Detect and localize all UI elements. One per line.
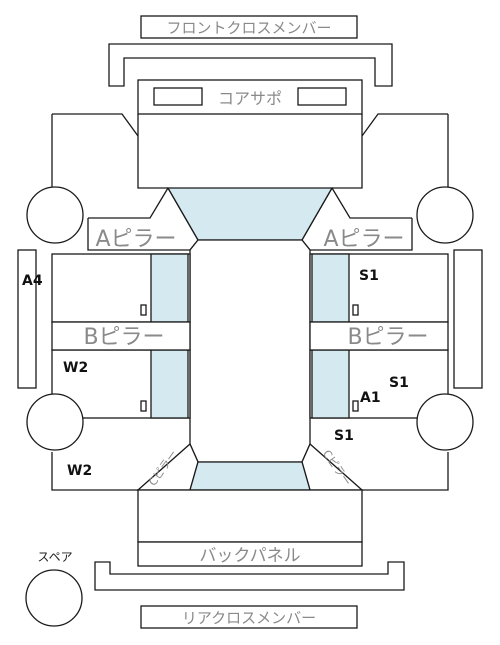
right-front-door-handle — [352, 304, 359, 316]
front-cross-member-label: フロントクロスメンバー — [166, 19, 331, 37]
damage-code-a4: A4 — [22, 273, 43, 289]
wheel-rear-left — [26, 393, 84, 451]
a-pillar-right-label: Aピラー — [323, 227, 404, 252]
damage-code-s1-right-lower: S1 — [334, 428, 354, 444]
right-rear-door-handle — [352, 400, 359, 412]
damage-code-w2-left-mid: W2 — [63, 360, 88, 376]
headlight-left — [153, 87, 203, 106]
left-rear-window — [150, 349, 189, 419]
back-panel-label: バックパネル — [199, 546, 300, 566]
rear-quarter-panels — [51, 452, 449, 491]
damage-code-s1-right-upper: S1 — [359, 268, 379, 284]
right-rear-window — [311, 349, 350, 419]
wheel-front-right — [416, 186, 474, 244]
b-pillar-right — [309, 321, 449, 351]
spare-label: スペア — [37, 550, 72, 564]
b-pillar-left — [51, 321, 191, 351]
a-pillar-left-label: Aピラー — [95, 227, 176, 252]
rear-cross-member-box — [140, 605, 358, 629]
b-pillar-right-label: Bピラー — [347, 325, 428, 350]
left-side-sill — [17, 249, 37, 389]
left-rear-door-handle — [140, 400, 147, 412]
b-pillar-left-label: Bピラー — [83, 325, 164, 350]
back-panel-box — [137, 541, 363, 567]
roof — [189, 239, 311, 463]
left-front-window — [150, 253, 189, 323]
windshield — [166, 187, 334, 241]
damage-code-a1-right: A1 — [360, 390, 381, 406]
front-cross-member-box — [140, 15, 358, 39]
right-front-fender — [331, 113, 449, 219]
rear-window — [189, 461, 311, 491]
headlight-right — [297, 87, 347, 106]
wheel-rear-right — [416, 393, 474, 451]
damage-code-w2-left-lower: W2 — [67, 463, 92, 479]
wheel-front-left — [26, 186, 84, 244]
trunk-lid — [137, 489, 363, 543]
left-front-fender — [51, 113, 169, 219]
right-front-window — [311, 253, 350, 323]
left-front-door-handle — [140, 304, 147, 316]
core-support-label: コアサポ — [218, 89, 282, 108]
spare-tire — [25, 569, 83, 627]
front-bumper-bracket — [108, 43, 393, 87]
right-side-sill — [453, 249, 483, 389]
damage-code-s1-right-mid: S1 — [389, 375, 409, 391]
rear-cross-member-label: リアクロスメンバー — [182, 609, 316, 627]
rear-bumper-bracket — [94, 561, 405, 591]
